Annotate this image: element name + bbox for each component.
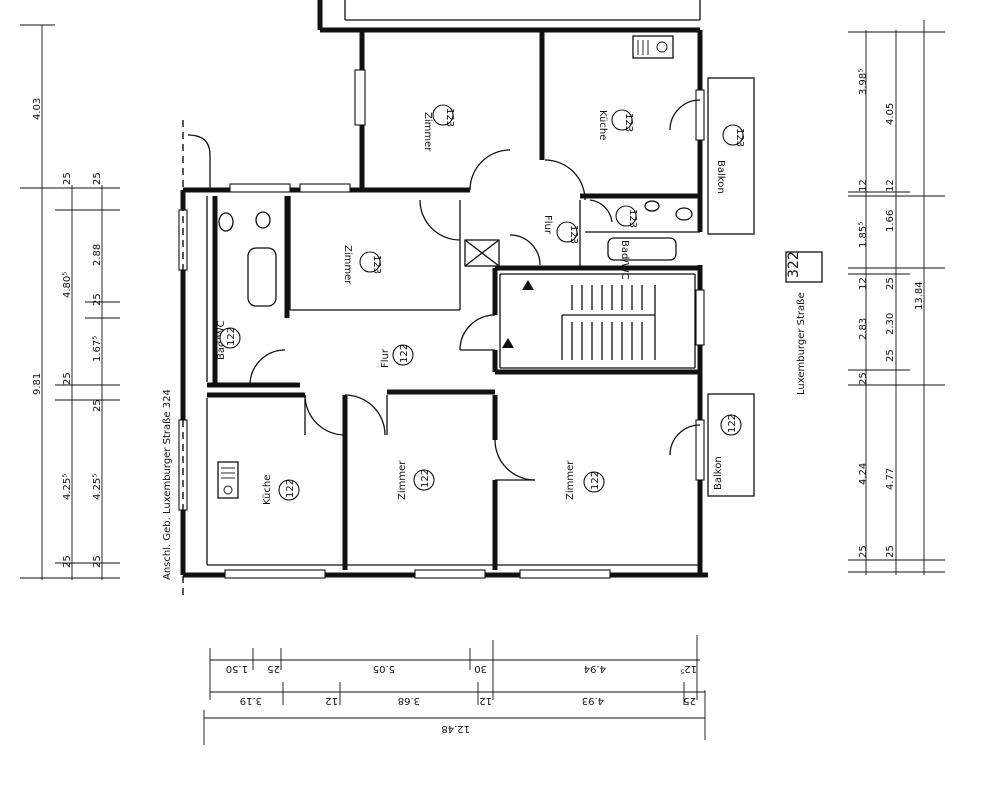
dim-right-c1-2: 1.85⁵	[858, 222, 869, 248]
room-flur-122: Flur	[380, 348, 391, 368]
fixtures	[217, 35, 755, 499]
dim-right-overall: 13.84	[914, 281, 925, 310]
room-zimmer-122a: Zimmer	[397, 460, 408, 500]
rooms-upper: Zimmer 123 Küche 123 123 Balkon Zimmer 1…	[342, 104, 745, 285]
room-bad-123: Bad/WC	[619, 240, 630, 280]
dim-bottom-r2-2: 3.68	[398, 695, 420, 706]
dim-left-c2-1: 2.88	[92, 244, 103, 266]
room-zimmer-123a: Zimmer	[422, 112, 433, 152]
dim-bottom-r1-2: 5.05	[373, 663, 395, 674]
dim-right-c1-7: 25	[858, 545, 869, 558]
building-label: 322 Luxemburger Straße Anschl. Geb. Luxe…	[162, 251, 823, 580]
dim-left-c1-0: 25	[62, 172, 73, 185]
dim-left-c2-4: 25	[92, 399, 103, 412]
room-bad-123-unit: 123	[627, 209, 638, 228]
inner-walls	[207, 30, 700, 570]
dim-right-c2-3: 25	[885, 277, 896, 290]
dim-bottom-r1-1: 25	[267, 663, 280, 674]
dim-right-c1-6: 4.24	[858, 463, 869, 485]
dim-bottom-r2-3: 12	[479, 695, 492, 706]
neighbor-wall	[187, 134, 211, 190]
dim-bottom-r2-0: 3.19	[240, 695, 262, 706]
room-balkon-123: Balkon	[715, 160, 726, 194]
dim-right-c2-2: 1.66	[885, 210, 896, 232]
dim-left-overall: 9.81	[32, 373, 43, 395]
rooms-lower: Bad/WC 122 Flur 122 Küche 122 Zimmer 122…	[216, 320, 742, 505]
room-flur-123: Flur	[542, 215, 553, 235]
dim-left-c1-2: 25	[62, 372, 73, 385]
building-number: 322	[786, 251, 802, 278]
room-balkon-123-unit: 123	[734, 128, 745, 147]
dim-right-c2-5: 25	[885, 349, 896, 362]
room-balkon-122: Balkon	[713, 456, 724, 490]
dim-bottom-overall: 12.48	[441, 723, 470, 734]
room-bad-122-unit: 122	[226, 327, 237, 346]
dim-left-c1-1: 4.80⁵	[62, 272, 73, 298]
dim-right-c1-0: 3.98⁵	[858, 69, 869, 95]
dim-left-top: 4.03	[32, 98, 43, 120]
dim-bottom-r1-0: 1.50	[226, 663, 248, 674]
room-flur-122-unit: 122	[399, 344, 410, 363]
dim-right-c1-4: 2.83	[858, 318, 869, 340]
windows	[178, 69, 705, 579]
room-flur-123-unit: 123	[568, 225, 579, 244]
dim-right-c1-5: 25	[858, 372, 869, 385]
dim-right-c2-4: 2.30	[885, 313, 896, 335]
dim-right-c2-7: 25	[885, 545, 896, 558]
right-dimensions: 3.98⁵ 12 1.85⁵ 12 2.83 25 4.24 25 4.05 1…	[848, 20, 945, 575]
room-kueche-123: Küche	[597, 110, 608, 140]
dim-left-c1-4: 25	[62, 555, 73, 568]
room-zimmer-122b: Zimmer	[565, 460, 576, 500]
neighbor-label: Anschl. Geb. Luxemburger Straße 324	[162, 389, 173, 580]
dim-right-c1-1: 12	[858, 179, 869, 192]
room-kueche-123-unit: 123	[623, 113, 634, 132]
street-name: Luxemburger Straße	[796, 292, 807, 395]
dim-bottom-r2-1: 12	[325, 695, 338, 706]
room-kueche-122-unit: 122	[285, 479, 296, 498]
dim-left-c2-3: 1.67⁵	[92, 336, 103, 362]
room-zimmer-123b: Zimmer	[342, 245, 353, 285]
dim-right-c2-0: 4.05	[885, 103, 896, 125]
dim-right-c1-3: 12	[858, 277, 869, 290]
room-kueche-122: Küche	[262, 475, 273, 505]
room-zimmer-123b-unit: 123	[371, 255, 382, 274]
room-balkon-122-unit: 122	[727, 414, 738, 433]
dim-bottom-r2-5: 25	[683, 695, 696, 706]
dim-bottom-r2-4: 4.93	[582, 695, 604, 706]
left-dimensions: 4.03 9.81 25 4.80⁵ 25 4.25⁵ 25 25 2.88 2…	[20, 24, 120, 580]
dim-left-c1-3: 4.25⁵	[62, 474, 73, 500]
dim-left-c2-6: 25	[92, 555, 103, 568]
room-zimmer-122a-unit: 122	[420, 469, 431, 488]
doors	[249, 99, 701, 481]
dim-bottom-r1-3: 30	[474, 663, 487, 674]
room-zimmer-122b-unit: 122	[590, 471, 601, 490]
dim-bottom-r1-4: 4.94	[584, 663, 606, 674]
dim-left-c2-0: 25	[92, 172, 103, 185]
room-zimmer-123a-unit: 123	[444, 108, 455, 127]
dim-bottom-r1-5: 12⁵	[680, 663, 697, 674]
dim-right-c2-6: 4.77	[885, 468, 896, 490]
dim-left-c2-2: 25	[92, 293, 103, 306]
dim-left-c2-5: 4.25⁵	[92, 474, 103, 500]
dim-right-c2-1: 12	[885, 179, 896, 192]
staircase	[502, 280, 656, 360]
bottom-dimensions: 1.50 25 5.05 30 4.94 12⁵ 3.19 12 3.68 12…	[203, 635, 706, 745]
